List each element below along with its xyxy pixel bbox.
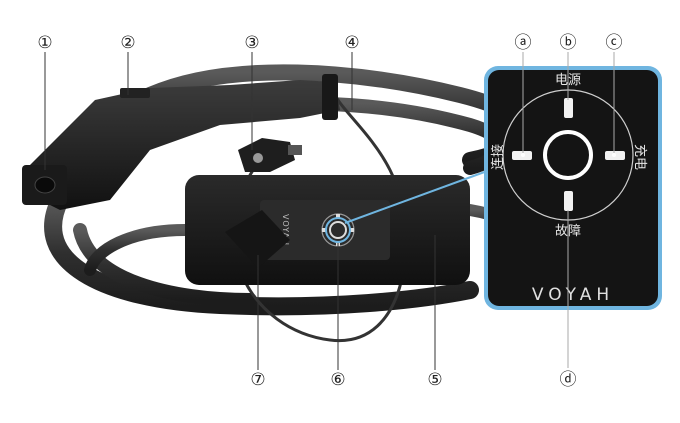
control-box: VOYAH <box>185 175 470 285</box>
power-indicator <box>564 98 573 118</box>
fault-indicator <box>564 191 573 211</box>
callout-7: ⑦ <box>250 370 265 390</box>
callout-1: ① <box>37 33 52 53</box>
device-brand-label: VOYAH <box>281 214 290 246</box>
zoom-connector <box>325 169 491 243</box>
panel-leader-lines <box>522 52 615 368</box>
leader-lines <box>44 52 436 370</box>
callout-6: ⑥ <box>330 370 345 390</box>
callout-4: ④ <box>344 33 359 53</box>
callout-c: ⓒ <box>606 33 623 53</box>
label-connect: 连接 <box>490 144 506 170</box>
wall-plug <box>238 138 302 172</box>
callout-5: ⑤ <box>427 370 442 390</box>
callout-a: ⓐ <box>515 33 532 53</box>
callout-3: ③ <box>244 33 259 53</box>
indicator-panel: 电源 故障 连接 充电 VOYAH <box>484 66 662 310</box>
panel-brand-label: VOYAH <box>532 285 614 305</box>
cable-clip <box>225 210 290 268</box>
label-charge: 充电 <box>632 144 648 170</box>
callout-2: ② <box>120 33 135 53</box>
callout-b: ⓑ <box>560 33 577 53</box>
vehicle-connector <box>22 74 340 210</box>
callouts: ① ② ③ ④ ⑤ ⑥ ⑦ ⓐ ⓑ ⓒ ⓓ <box>37 33 622 390</box>
callout-d: ⓓ <box>560 370 577 390</box>
